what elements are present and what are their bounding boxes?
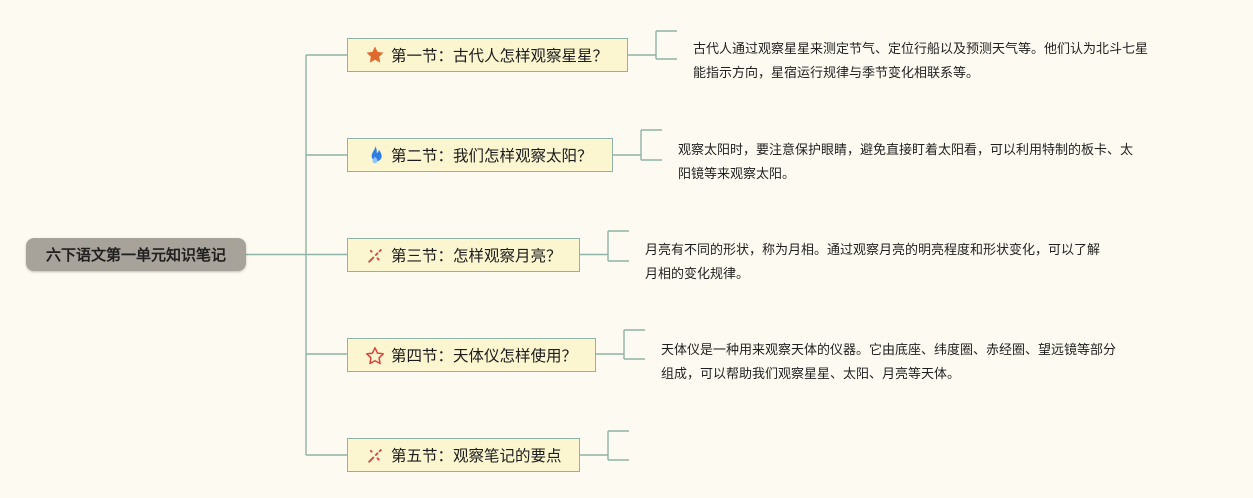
root-node[interactable]: 六下语文第一单元知识笔记	[26, 238, 246, 271]
topic-node-3[interactable]: 第三节：怎样观察月亮？	[347, 238, 580, 272]
topic-label: 第一节：古代人怎样观察星星？	[391, 47, 609, 65]
note-5-bracket	[580, 430, 629, 461]
topic-node-4[interactable]: 第四节：天体仪怎样使用？	[347, 338, 596, 372]
topic-node-2[interactable]: 第二节：我们怎样观察太阳？	[347, 138, 613, 172]
note-line: 观察太阳时，要注意保护眼睛，避免直接盯着太阳看，可以利用特制的板卡、太	[678, 143, 1134, 158]
note-line: 天体仪是一种用来观察天体的仪器。它由底座、纬度圈、赤经圈、望远镜等部分	[661, 343, 1117, 358]
topic-label: 第二节：我们怎样观察太阳？	[391, 147, 593, 165]
note-3-bracket	[580, 230, 629, 262]
outline-star-icon	[365, 345, 385, 365]
root-label: 六下语文第一单元知识笔记	[45, 246, 226, 264]
note-line: 月相的变化规律。	[645, 267, 750, 282]
sparkle-icon	[365, 245, 385, 265]
flame-icon	[365, 145, 385, 165]
topic-label: 第五节：观察笔记的要点	[391, 447, 562, 465]
topic-node-1[interactable]: 第一节：古代人怎样观察星星？	[347, 38, 628, 72]
note-line: 组成，可以帮助我们观察星星、太阳、月亮等天体。	[661, 367, 961, 382]
note-1-bracket	[628, 30, 677, 60]
note-4: 天体仪是一种用来观察天体的仪器。它由底座、纬度圈、赤经圈、望远镜等部分 组成，可…	[661, 339, 1116, 387]
note-2: 观察太阳时，要注意保护眼睛，避免直接盯着太阳看，可以利用特制的板卡、太 阳镜等来…	[678, 139, 1133, 187]
sparkle-icon	[365, 445, 385, 465]
topic-node-5[interactable]: 第五节：观察笔记的要点	[347, 438, 580, 472]
note-3: 月亮有不同的形状，称为月相。通过观察月亮的明亮程度和形状变化，可以了解 月相的变…	[645, 239, 1100, 287]
note-line: 能指示方向，星宿运行规律与季节变化相联系等。	[693, 66, 980, 81]
filled-star-icon	[365, 45, 385, 65]
note-line: 阳镜等来观察太阳。	[678, 167, 796, 182]
note-line: 古代人通过观察星星来测定节气、定位行船以及预测天气等。他们认为北斗七星	[693, 42, 1149, 57]
topic-label: 第三节：怎样观察月亮？	[391, 247, 562, 265]
note-4-bracket	[596, 329, 645, 360]
note-1: 古代人通过观察星星来测定节气、定位行船以及预测天气等。他们认为北斗七星 能指示方…	[693, 38, 1148, 86]
note-2-bracket	[613, 129, 662, 161]
note-line: 月亮有不同的形状，称为月相。通过观察月亮的明亮程度和形状变化，可以了解	[645, 243, 1101, 258]
topic-label: 第四节：天体仪怎样使用？	[391, 347, 578, 365]
